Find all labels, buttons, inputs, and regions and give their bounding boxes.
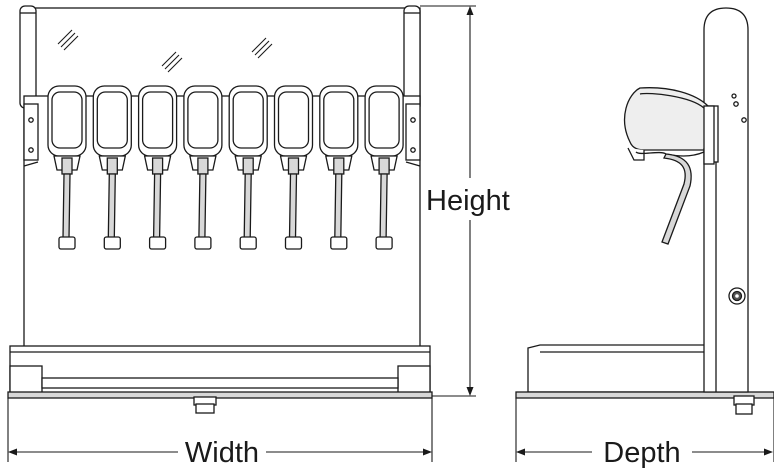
valve-group <box>47 85 404 250</box>
glass-reflection-marks <box>57 29 273 73</box>
valve-lever-mount <box>61 157 73 175</box>
valve-lever-mount <box>106 157 118 175</box>
valve-lever <box>152 173 162 239</box>
valve-lever-tip <box>148 236 167 250</box>
valve-lever-mount <box>378 157 390 175</box>
side-valve <box>623 87 715 245</box>
height-dimension <box>420 5 476 397</box>
valve-face <box>368 91 400 149</box>
valve-lever-tip <box>284 236 303 250</box>
valve-lever-mount <box>197 157 209 175</box>
valve-lever <box>288 173 298 239</box>
drip-tray <box>7 345 433 399</box>
valve-face <box>277 91 310 149</box>
height-label: Height <box>426 185 510 217</box>
front-view <box>7 5 433 414</box>
side-tower <box>703 7 749 393</box>
valve <box>183 85 223 250</box>
valve-lever-tip <box>239 236 257 250</box>
valve-face <box>51 91 83 149</box>
valve-lever <box>62 173 71 239</box>
valve-lever-mount <box>242 157 254 175</box>
valve <box>92 85 132 250</box>
valve-lever-mount <box>333 157 345 175</box>
valve-lever-tip <box>194 236 212 250</box>
merchandiser-panel <box>19 5 421 109</box>
valve <box>228 85 268 250</box>
valve-face <box>96 91 128 149</box>
valve-face <box>187 91 219 149</box>
dimension-lines <box>7 5 774 462</box>
valve-face <box>232 91 264 149</box>
depth-dimension <box>515 398 774 462</box>
valve-lever <box>243 173 252 239</box>
valve-lever-mount <box>151 157 164 175</box>
valve <box>319 85 359 250</box>
valve-lever <box>198 173 207 239</box>
valve-lever-mount <box>287 157 300 175</box>
valve <box>47 85 87 250</box>
valve <box>273 85 314 250</box>
side-base <box>515 344 774 415</box>
valve <box>137 85 178 250</box>
valve-face <box>141 91 174 149</box>
valve <box>364 85 404 250</box>
depth-label: Depth <box>603 437 680 469</box>
valve-face <box>323 91 355 149</box>
drain-fitting <box>193 396 217 414</box>
width-dimension <box>7 398 433 462</box>
valve-lever <box>334 173 343 239</box>
valve-lever-tip <box>58 236 76 250</box>
valve-lever <box>379 173 388 239</box>
valve-lever-tip <box>103 236 121 250</box>
side-view <box>515 7 774 415</box>
valve-lever <box>107 173 116 239</box>
width-label: Width <box>185 437 259 469</box>
valve-lever-tip <box>330 236 348 250</box>
valve-lever-tip <box>375 236 393 250</box>
